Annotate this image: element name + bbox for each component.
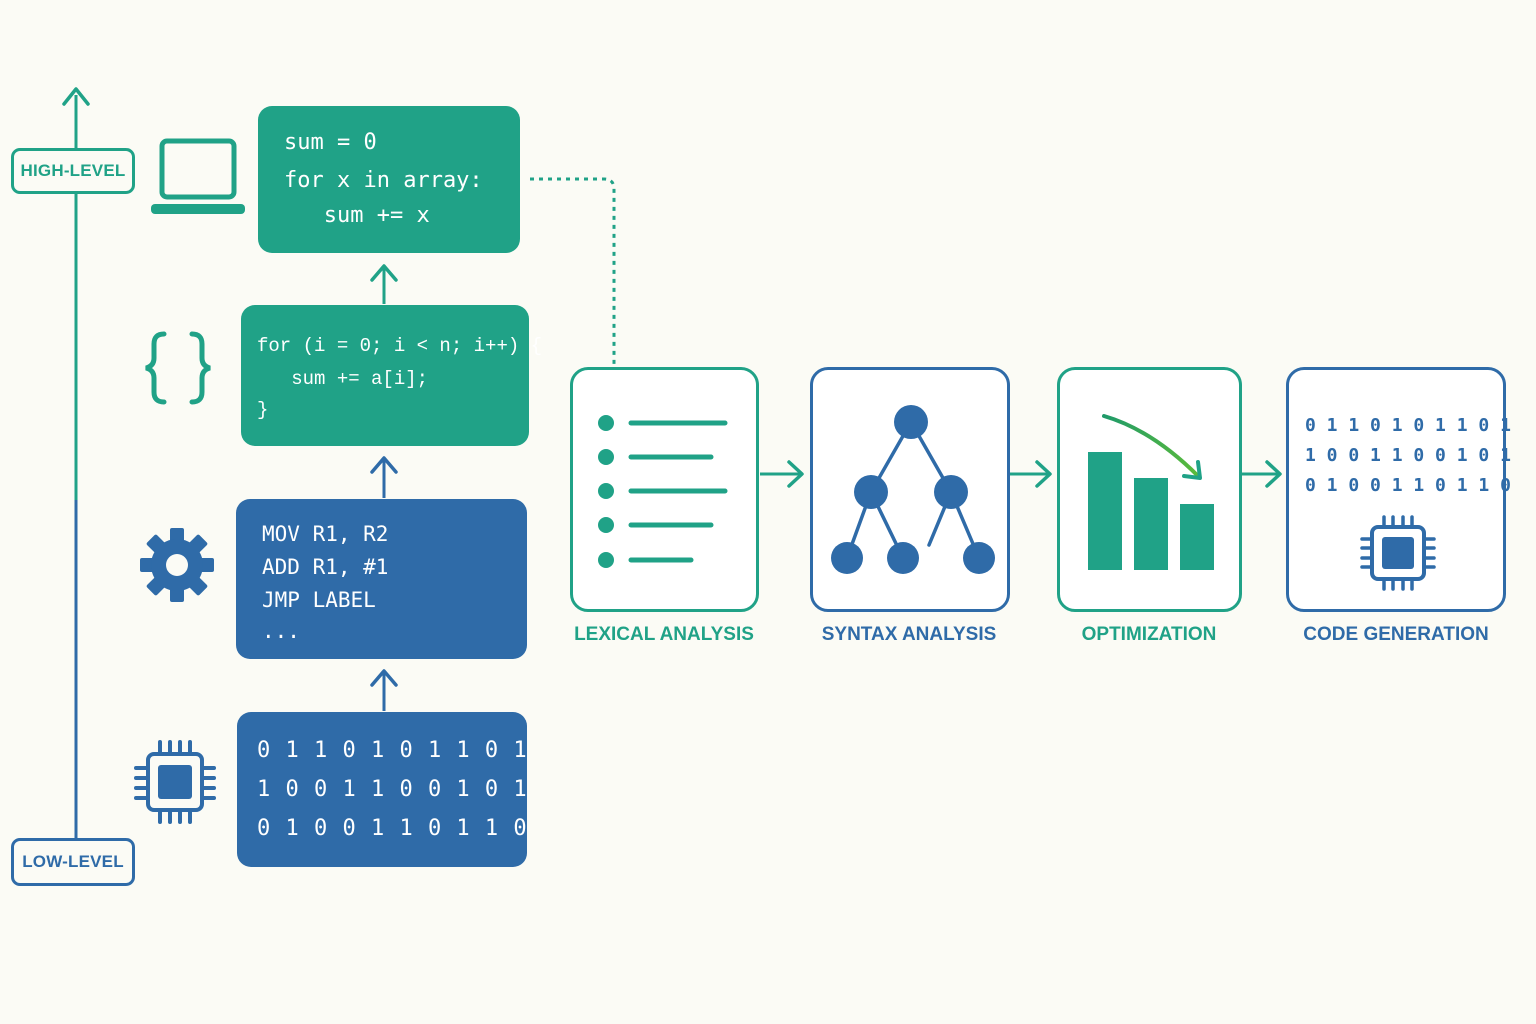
code-line: for x in array: [284,168,483,193]
high-level-code-box: sum = 0 for x in array: sum += x [258,106,520,253]
bar-chart-decrease-icon [1088,414,1214,570]
gear-icon [140,528,214,602]
laptop-icon [151,138,245,214]
binary-line: 0 1 0 0 1 1 0 1 1 0 [257,816,528,841]
assembly-code-box: MOV R1, R2 ADD R1, #1 JMP LABEL ... [236,499,527,659]
code-line: ... [262,619,300,643]
stage-lexical-analysis [570,367,759,612]
code-line: JMP LABEL [262,588,376,612]
binary-line: 0 1 1 0 1 0 1 1 0 1 [257,738,528,763]
code-line: } [257,399,269,421]
code-line: sum += x [284,203,430,228]
high-level-tag: HIGH-LEVEL [11,148,135,194]
code-line: for (i = 0; i < n; i++) { [257,335,543,357]
code-line: ADD R1, #1 [262,555,389,579]
stage-code-generation: 0 1 1 0 1 0 1 1 0 1 1 0 0 1 1 0 0 1 0 1 … [1286,367,1511,612]
stage-arrows [760,460,1282,488]
binary-line: 0 1 0 0 1 1 0 1 1 0 [1305,475,1511,496]
stage-label-lexical: LEXICAL ANALYSIS [574,624,754,645]
machine-code-box: 0 1 1 0 1 0 1 1 0 1 1 0 0 1 1 0 0 1 0 1 … [237,712,527,867]
c-code-box: for (i = 0; i < n; i++) { sum += a[i]; } [241,305,542,446]
binary-chip-icon [1360,515,1436,591]
low-level-label: LOW-LEVEL [22,852,124,871]
dotted-connector [530,177,616,368]
binary-line: 0 1 1 0 1 0 1 1 0 1 [1305,415,1511,436]
binary-line: 1 0 0 1 1 0 0 1 0 1 [257,777,528,802]
binary-line: 1 0 0 1 1 0 0 1 0 1 [1305,445,1511,466]
chip-icon [134,740,216,824]
code-line: sum = 0 [284,130,377,155]
stage-label-syntax: SYNTAX ANALYSIS [821,624,997,645]
stage-syntax-analysis [810,367,1010,612]
stage-optimization [1057,367,1242,612]
syntax-tree-icon [831,405,995,574]
abstraction-axis [62,87,90,840]
curly-braces-icon [145,331,211,405]
token-list-icon [598,415,728,568]
code-line: MOV R1, R2 [262,522,389,546]
stage-label-optimization: OPTIMIZATION [1081,624,1217,645]
high-level-label: HIGH-LEVEL [20,161,126,180]
level-arrows [370,264,398,711]
stage-label-code-generation: CODE GENERATION [1303,624,1489,645]
low-level-tag: LOW-LEVEL [11,838,135,886]
code-line: sum += a[i]; [257,368,429,390]
